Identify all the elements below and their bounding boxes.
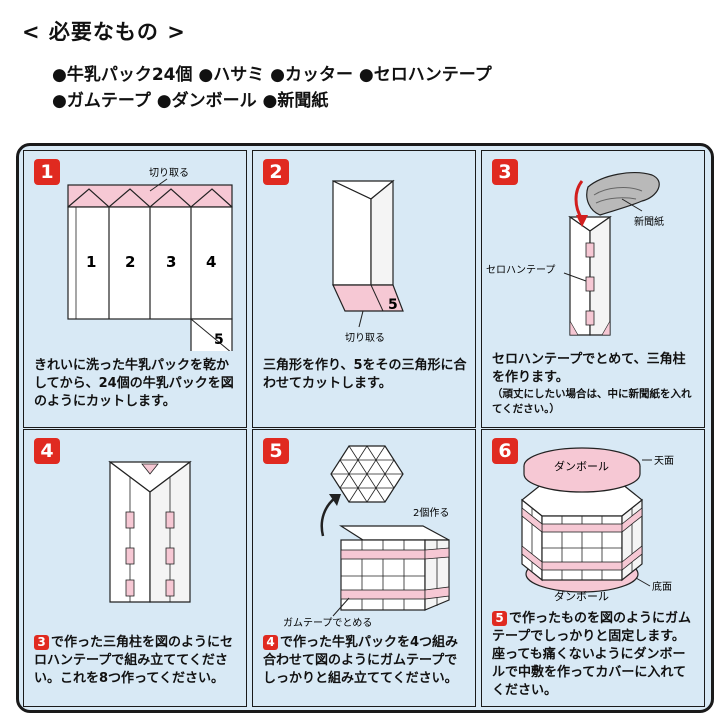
step-6-panel: 6 ダンボール 天面 bbox=[481, 429, 705, 707]
step-1-part-1: 1 bbox=[86, 253, 96, 271]
step-3-tape-label: セロハンテープ bbox=[486, 264, 555, 276]
step-5-gumtape-label: ガムテープでとめる bbox=[283, 617, 372, 629]
step-3-badge: 3 bbox=[492, 159, 518, 185]
step-3-panel: 3 新聞紙 セロハンテープ セロハンテープでとめて、三角柱を作ります。 （頑丈に… bbox=[481, 150, 705, 428]
step-2-diagram: 5 切り取る bbox=[332, 179, 404, 344]
step-1-part-5: 5 bbox=[214, 332, 224, 348]
step-1-text: きれいに洗った牛乳パックを乾かしてから、24個の牛乳パックを図のようにカットしま… bbox=[34, 358, 234, 409]
step-1-panel: 1 切り取る 1 2 3 4 5 きれいに洗った牛乳パックを乾かしてから、24個… bbox=[23, 150, 247, 428]
step-3-note: （頑丈にしたい場合は、中に新聞紙を入れてください。） bbox=[492, 388, 692, 415]
step-6-cardboard-bottom-label: ダンボール bbox=[554, 589, 609, 603]
step-4-badge: 4 bbox=[34, 438, 60, 464]
step-4-ref-badge: 3 bbox=[34, 635, 49, 650]
step-2-cut-label: 切り取る bbox=[345, 332, 385, 344]
step-6-ref-badge: 5 bbox=[492, 611, 507, 626]
step-6-cardboard-top-label: ダンボール bbox=[554, 459, 609, 473]
step-3-text-block: セロハンテープでとめて、三角柱を作ります。 （頑丈にしたい場合は、中に新聞紙を入… bbox=[492, 351, 696, 417]
materials-line-1: ●牛乳パック24個 ●ハサミ ●カッター ●セロハンテープ bbox=[52, 65, 492, 85]
step-6-bottom-label: 底面 bbox=[652, 580, 672, 593]
step-3-text: セロハンテープでとめて、三角柱を作ります。 bbox=[492, 352, 686, 385]
step-2-panel: 2 5 切り取る 三角形を作り、5をその三角形に合わせてカットします。 bbox=[252, 150, 476, 428]
step-1-part-4: 4 bbox=[206, 253, 216, 271]
materials-line-2: ●ガムテープ ●ダンボール ●新聞紙 bbox=[52, 91, 329, 111]
step-6-badge: 6 bbox=[492, 438, 518, 464]
step-5-ref-badge: 4 bbox=[263, 635, 278, 650]
step-3-diagram: 新聞紙 セロハンテープ bbox=[486, 172, 664, 336]
step-2-badge: 2 bbox=[263, 159, 289, 185]
step-6-top-label: 天面 bbox=[654, 456, 674, 467]
step-1-diagram: 切り取る 1 2 3 4 5 bbox=[67, 167, 233, 351]
step-4-text: で作った三角柱を図のようにセロハンテープで組み立ててください。これを8つ作ってく… bbox=[34, 635, 234, 686]
step-5-panel: 5 2個作る bbox=[252, 429, 476, 707]
step-5-text: で作った牛乳パックを4つ組み合わせて図のようにガムテープでしっかりと組み立ててく… bbox=[263, 635, 459, 686]
step-5-make2-label: 2個作る bbox=[413, 506, 449, 519]
step-5-diagram: 2個作る ガムテープでとめる bbox=[283, 445, 450, 629]
step-6-diagram: ダンボール 天面 ダンボール 底面 bbox=[521, 447, 674, 603]
step-2-part-5: 5 bbox=[388, 297, 398, 313]
step-4-diagram bbox=[108, 460, 192, 603]
page-title: < 必要なもの > bbox=[22, 20, 186, 44]
step-1-badge: 1 bbox=[34, 159, 60, 185]
step-3-newspaper-label: 新聞紙 bbox=[634, 215, 664, 228]
step-1-cut-label: 切り取る bbox=[149, 167, 189, 179]
instruction-grid: 1 切り取る 1 2 3 4 5 きれいに洗った牛乳パックを乾かしてから、24個… bbox=[16, 143, 714, 713]
step-2-text: 三角形を作り、5をその三角形に合わせてカットします。 bbox=[263, 358, 467, 391]
step-6-text: で作ったものを図のようにガムテープでしっかりと固定します。座っても痛くないように… bbox=[492, 611, 692, 698]
step-5-badge: 5 bbox=[263, 438, 289, 464]
step-1-part-2: 2 bbox=[125, 253, 135, 271]
step-1-part-3: 3 bbox=[166, 253, 176, 271]
